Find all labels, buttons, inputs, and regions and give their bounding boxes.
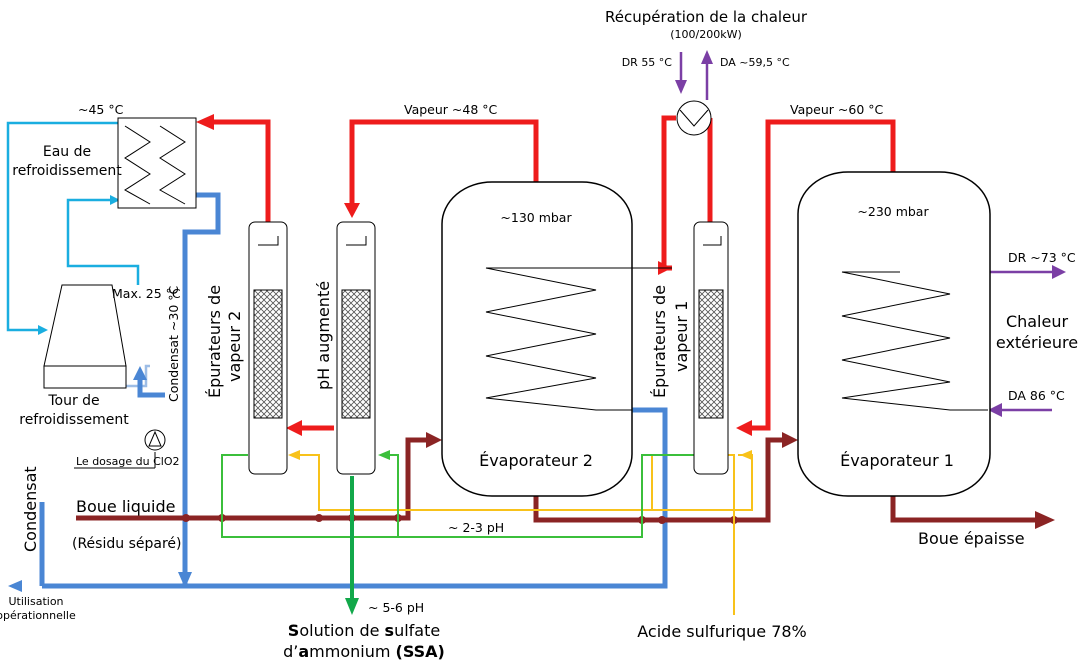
scrubber-column-1 — [693, 221, 729, 475]
clo2-pump-icon — [74, 429, 166, 469]
ssa-label-line2: d’ammonium (SSA) — [283, 642, 445, 661]
liquid-sludge-label: Boue liquide — [76, 497, 175, 516]
heat-recovery-exchanger-icon — [676, 100, 712, 136]
evaporator1-pressure: ~230 mbar — [857, 204, 929, 219]
ssa-lines — [221, 454, 694, 538]
sludge-lines — [76, 437, 1035, 523]
steam-arrows — [196, 114, 752, 436]
ssa-outlet-arrow — [345, 598, 359, 615]
ssa-label-line1: Solution de sulfate — [288, 621, 440, 640]
cooling-water-label-1: Eau de — [43, 144, 91, 160]
condensate-arrows — [8, 366, 192, 592]
ph-raised-label: pH augmenté — [314, 281, 333, 390]
separated-residue-label: (Résidu séparé) — [72, 536, 181, 552]
cooling-temp-hot: ~45 °C — [78, 102, 124, 117]
evaporator2-pressure: ~130 mbar — [500, 210, 572, 225]
condensate-temp-label: Condensat ~30 °C — [166, 286, 181, 402]
external-heat-label-2: extérieure — [996, 333, 1078, 352]
ph-low-label: ~ 2-3 pH — [448, 520, 504, 535]
evaporator-2 — [441, 181, 672, 497]
clo2-dosing-label: Le dosage du ClO2 — [76, 455, 179, 468]
heat-recovery-da: DA ~59,5 °C — [720, 56, 790, 69]
cooling-tower-label-2: refroidissement — [19, 412, 129, 428]
scrubber1-label-1: Épurateurs de — [650, 285, 669, 398]
heat-arrows — [675, 50, 1066, 417]
heat-recovery-dr: DR 55 °C — [622, 56, 673, 69]
heat-recovery-capacity: (100/200kW) — [670, 28, 742, 41]
sludge-arrows — [426, 432, 1055, 529]
cooling-tower — [43, 284, 127, 389]
cooling-heat-exchanger — [117, 117, 197, 209]
scrubber2-label-2: vapeur 2 — [225, 311, 244, 382]
evaporator1-label: Évaporateur 1 — [840, 451, 954, 470]
steam-lines — [214, 115, 896, 431]
condensate-label: Condensat — [21, 466, 40, 552]
external-heat-dr: DR ~73 °C — [1008, 250, 1076, 265]
scrubber-column-2 — [248, 221, 288, 475]
heat-recovery-title: Récupération de la chaleur — [605, 8, 808, 26]
external-heat-label-1: Chaleur — [1006, 312, 1069, 331]
evaporator-1 — [797, 171, 991, 497]
operational-use-label-1: Utilisation — [8, 595, 63, 608]
scrubber1-label-2: vapeur 1 — [672, 301, 691, 372]
ph-raised-column — [336, 221, 376, 475]
cooling-max-temp: Max. 25 °C — [112, 286, 181, 301]
ph-ssa-label: ~ 5-6 pH — [368, 600, 424, 615]
cooling-water-arrows — [38, 195, 120, 335]
external-heat-da: DA 86 °C — [1008, 388, 1065, 403]
acid-arrows — [288, 450, 752, 460]
thick-sludge-label: Boue épaisse — [918, 529, 1025, 548]
evaporator2-label: Évaporateur 2 — [479, 451, 593, 470]
cooling-tower-label-1: Tour de — [47, 393, 99, 409]
steam-evap1-label: Vapeur ~60 °C — [790, 102, 884, 117]
sulfuric-acid-label: Acide sulfurique 78% — [637, 622, 807, 641]
operational-use-label-2: opérationnelle — [0, 609, 76, 622]
scrubber2-label-1: Épurateurs de — [205, 285, 224, 398]
steam-evap2-label: Vapeur ~48 °C — [404, 102, 498, 117]
cooling-water-label-2: refroidissement — [12, 163, 122, 179]
condensate-return-light — [126, 364, 150, 388]
cooling-water-loop — [6, 121, 140, 332]
ssa-arrow — [378, 450, 390, 460]
